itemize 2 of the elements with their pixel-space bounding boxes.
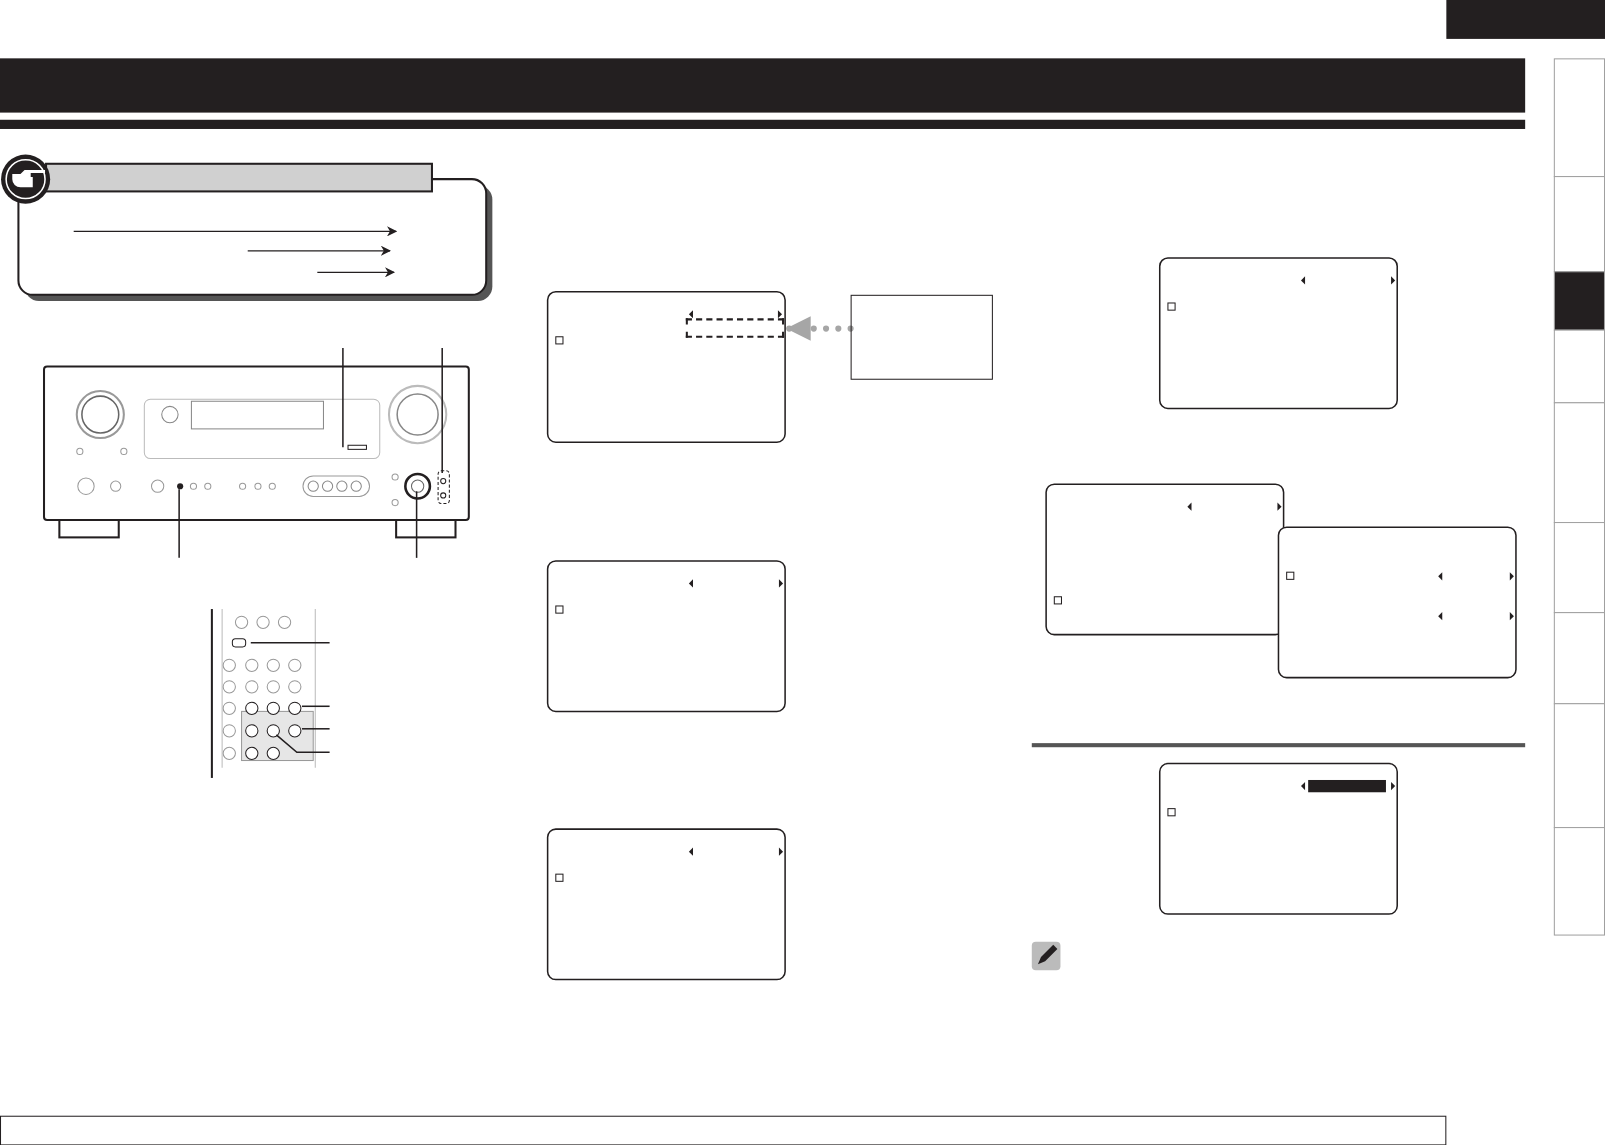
arrow (783, 316, 854, 341)
highlight-frame (685, 318, 785, 338)
